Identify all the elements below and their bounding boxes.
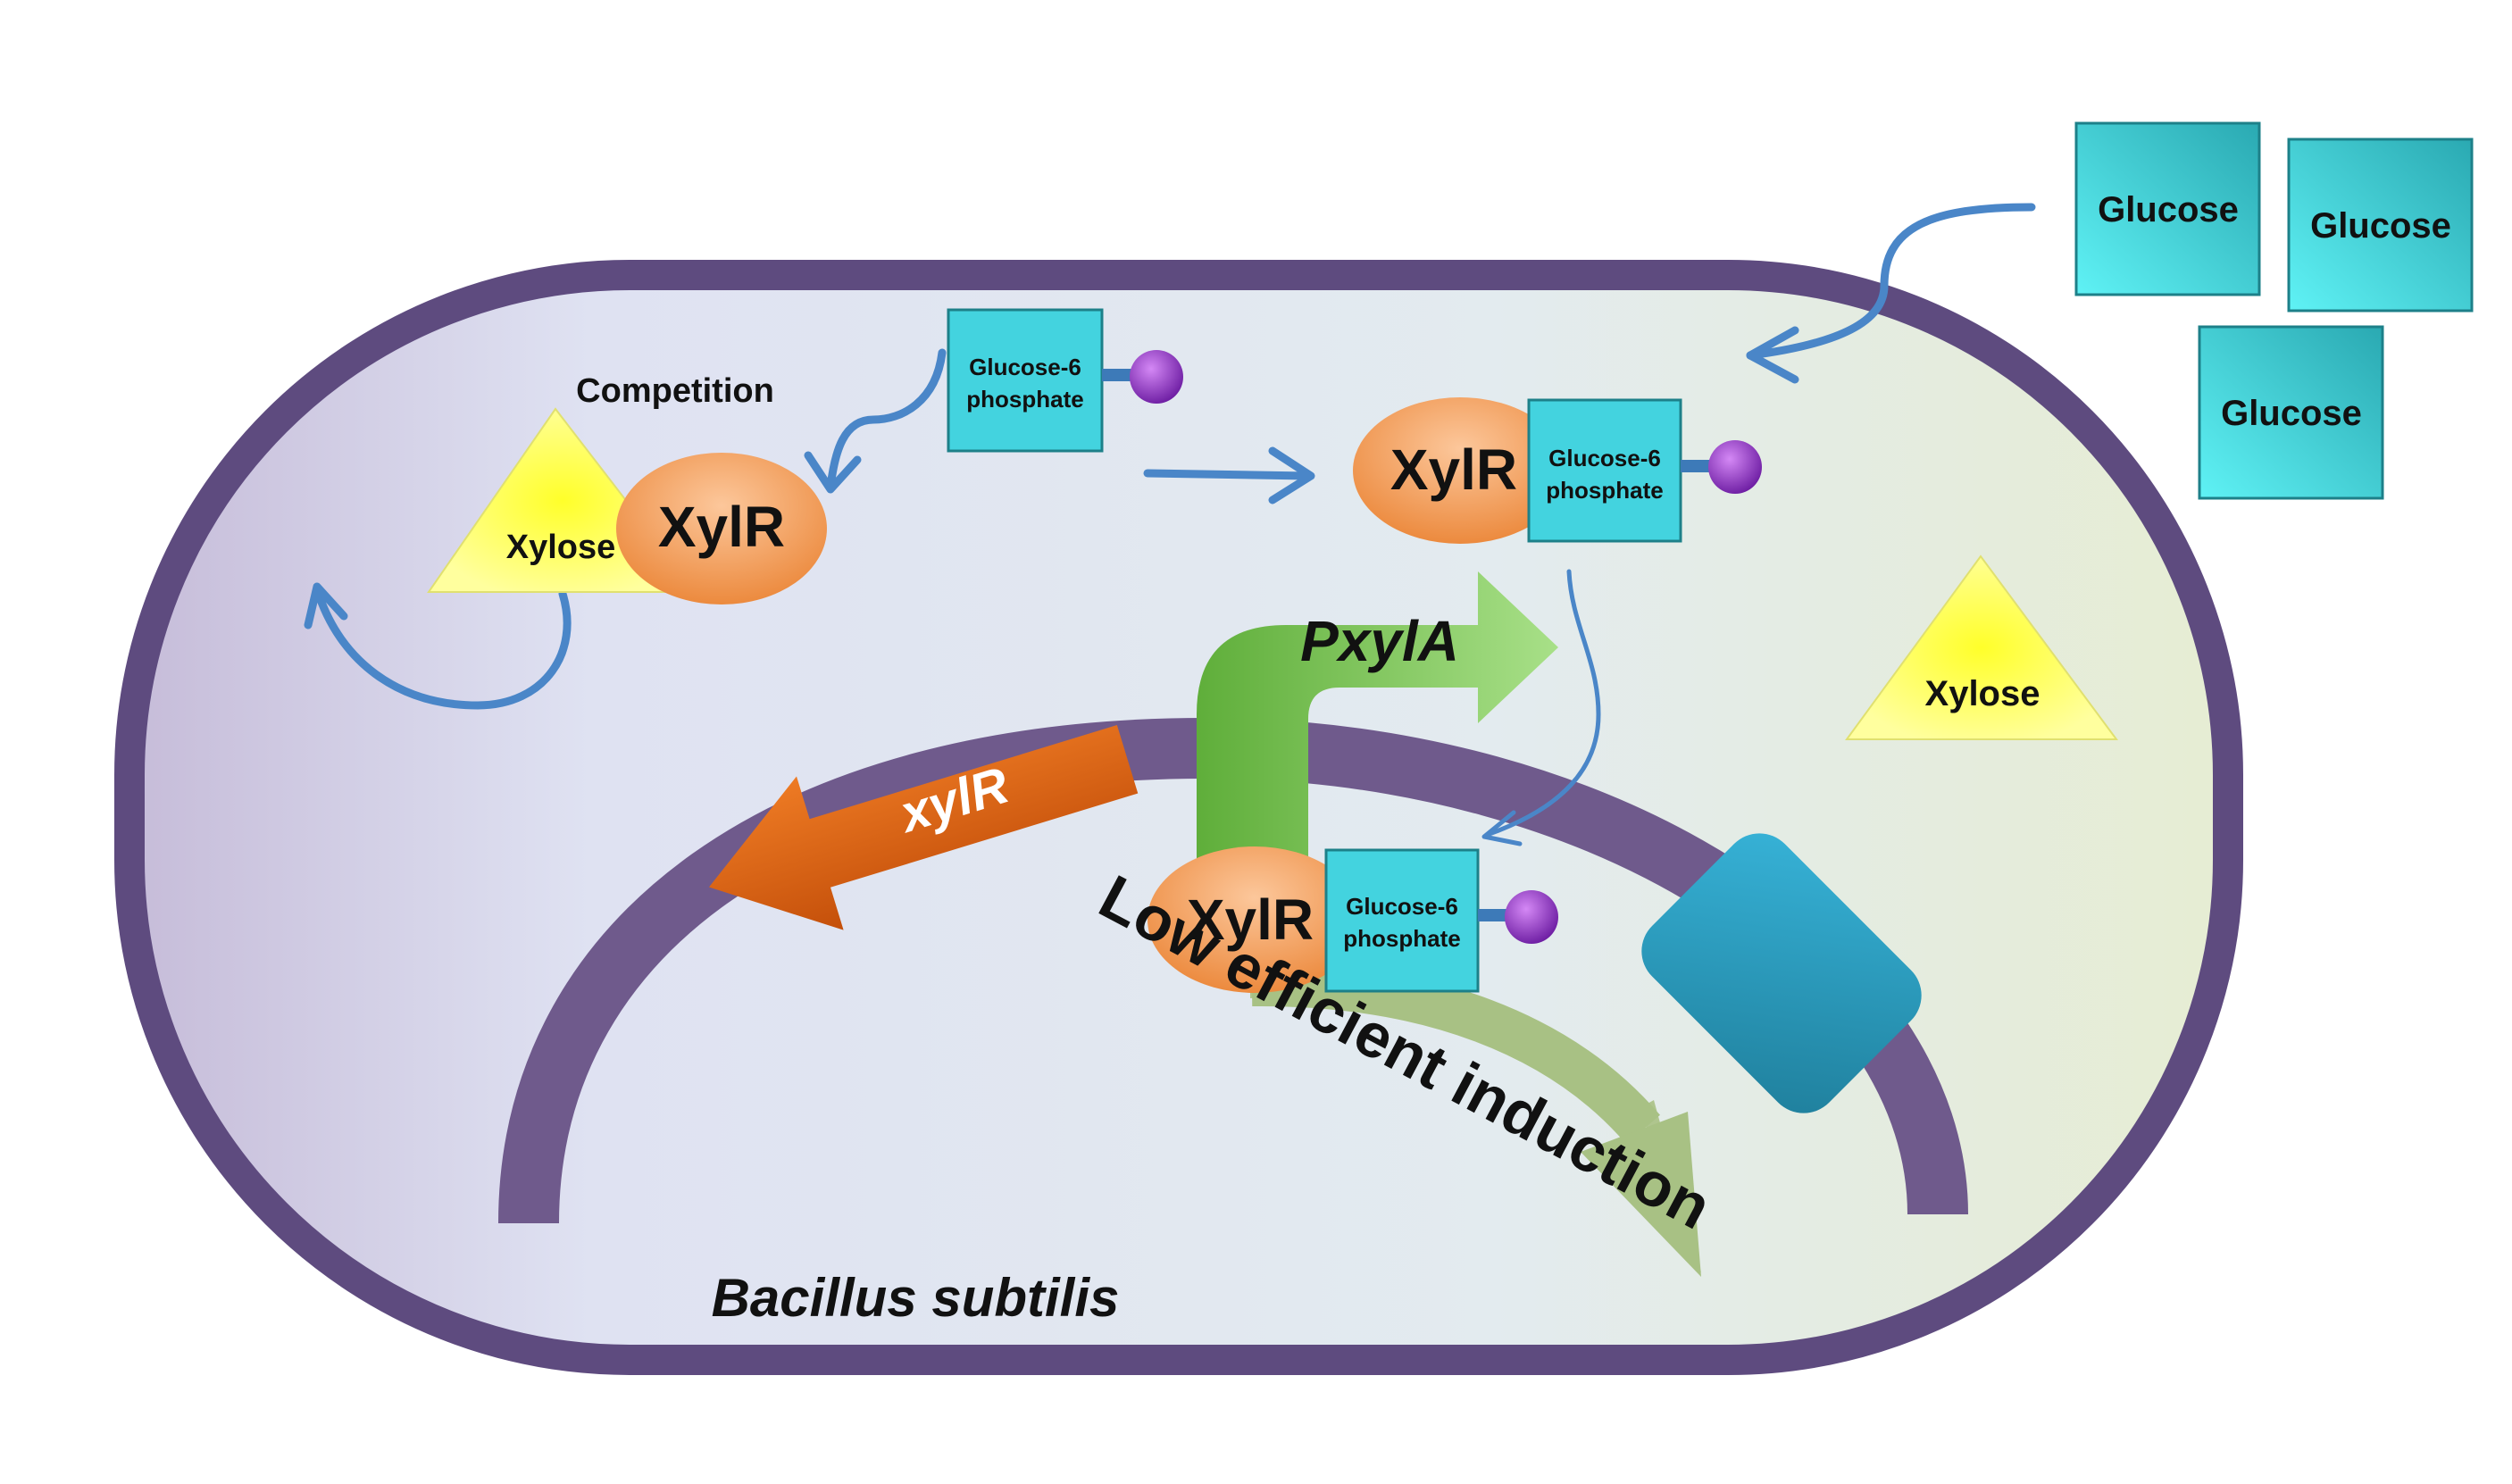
phosphate-ball xyxy=(1708,440,1762,494)
complex-formation-arrowhead xyxy=(1268,446,1315,504)
g6p-competition-arrow xyxy=(826,348,947,491)
complex-binding-arrow xyxy=(1484,569,1601,838)
competition-label: Competition xyxy=(576,372,774,410)
glucose-label: Glucose xyxy=(2221,394,2362,433)
promoter-label: PxylA xyxy=(1300,609,1459,673)
xylr-protein-label: XylR xyxy=(658,495,785,559)
complex-binding-arrowhead xyxy=(1481,810,1523,846)
glucose6-phosphate-label-line2: phosphate xyxy=(966,386,1083,413)
glucose6-phosphate-label-line1: Glucose-6 xyxy=(1548,445,1661,471)
promoter-arrow xyxy=(1197,571,1558,902)
induction-arrow-head xyxy=(1581,1112,1701,1277)
glucose-label: Glucose xyxy=(2098,190,2239,229)
glucose-uptake-arrow xyxy=(1746,203,2036,360)
phosphate-ball xyxy=(1505,890,1558,944)
induction-arrow-shaft xyxy=(1251,961,1660,1145)
glucose6-phosphate-box xyxy=(1324,848,1480,993)
glucose6-phosphate-label-line1: Glucose-6 xyxy=(969,354,1081,380)
glucose-label: Glucose xyxy=(2310,206,2451,246)
glucose6-phosphate-box xyxy=(1527,398,1682,543)
phosphate-ball xyxy=(1130,350,1183,404)
glucose6-phosphate-box xyxy=(947,308,1104,453)
glucose-box: Glucose xyxy=(2074,121,2261,296)
glucose6-phosphate-label-line2: phosphate xyxy=(1343,925,1460,952)
glucose6-phosphate-label-line2: phosphate xyxy=(1546,477,1663,504)
xylose-label: Xylose xyxy=(506,529,616,566)
xylose-label: Xylose xyxy=(1925,674,2040,713)
xylr-protein xyxy=(1148,846,1362,993)
glucose-box: Glucose xyxy=(2198,325,2384,500)
complex-formation-arrow xyxy=(1143,469,1313,480)
xylose-release-arrow xyxy=(313,585,572,710)
glucose-uptake-arrowhead xyxy=(1746,326,1799,384)
g6p-competition-arrowhead xyxy=(804,451,862,494)
xylose-triangle xyxy=(1845,554,2118,740)
rna-polymerase xyxy=(1641,833,1922,1113)
xylr-protein-label: XylR xyxy=(1187,888,1314,952)
xylose-release-arrowhead xyxy=(304,582,348,629)
xylr-protein xyxy=(616,453,827,604)
xylr-protein-label: XylR xyxy=(1390,438,1517,502)
organism-label: Bacillus subtilis xyxy=(712,1268,1120,1328)
xylr-protein xyxy=(1353,397,1567,544)
gene-arrow xyxy=(708,725,1139,930)
glucose-box: Glucose xyxy=(2287,138,2474,313)
glucose6-phosphate-label-line1: Glucose-6 xyxy=(1346,893,1458,920)
